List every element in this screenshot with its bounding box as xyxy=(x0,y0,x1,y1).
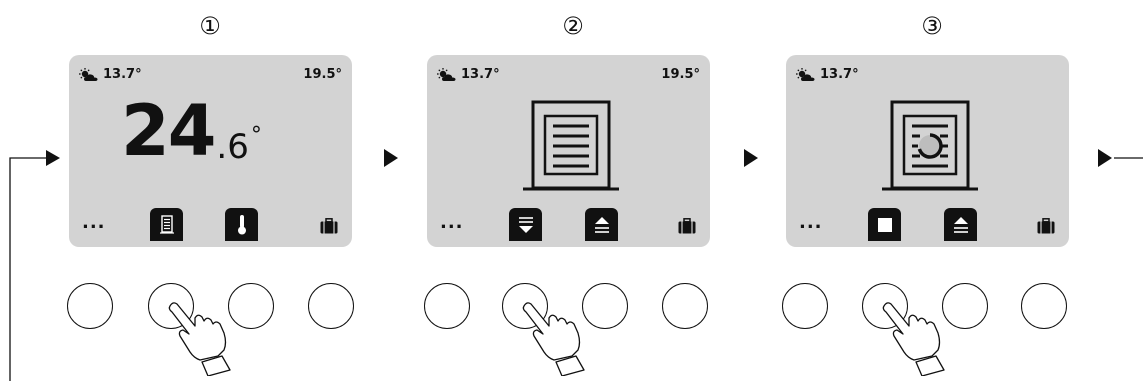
pointing-hand-icon xyxy=(878,300,950,376)
outdoor-weather: 13.7° xyxy=(796,67,859,82)
blind-closed-icon xyxy=(523,100,619,195)
flow-arrow-3 xyxy=(1098,149,1112,167)
hardware-button-4[interactable] xyxy=(308,283,354,329)
briefcase-icon xyxy=(1037,218,1055,234)
softkey-thermometer xyxy=(225,208,258,241)
hardware-button-4[interactable] xyxy=(1021,283,1067,329)
screen-step-2: 13.7° 19.5° ... xyxy=(427,55,710,247)
softkey-blind-down xyxy=(509,208,542,241)
setpoint-temperature: 19.5° xyxy=(661,67,700,82)
menu-dots: ... xyxy=(440,218,464,228)
blind-moving-icon xyxy=(882,100,978,195)
setpoint-temperature: 19.5° xyxy=(303,67,342,82)
flow-arrow-1 xyxy=(384,149,398,167)
outdoor-weather: 13.7° xyxy=(79,67,142,82)
room-temperature-decimal: .6 xyxy=(216,123,248,171)
room-temperature-integer: 24 xyxy=(121,91,214,171)
outdoor-weather: 13.7° xyxy=(437,67,500,82)
thermometer-icon xyxy=(236,214,248,236)
room-temperature-degree: ° xyxy=(251,123,262,148)
partly-cloudy-icon xyxy=(796,68,816,82)
softkey-blind-up xyxy=(585,208,618,241)
hardware-button-1[interactable] xyxy=(782,283,828,329)
pointing-hand-icon xyxy=(164,300,236,376)
room-temperature: 24 .6 ° xyxy=(121,91,262,171)
step-number-1: ① xyxy=(190,6,230,46)
hardware-button-1[interactable] xyxy=(67,283,113,329)
screen-step-3: 13.7° ... xyxy=(786,55,1069,247)
menu-dots: ... xyxy=(799,218,823,228)
softkey-blind-up xyxy=(944,208,977,241)
pointing-hand-icon xyxy=(518,300,590,376)
blind-icon xyxy=(160,215,174,235)
hardware-button-4[interactable] xyxy=(662,283,708,329)
menu-dots: ... xyxy=(82,218,106,228)
blind-up-icon xyxy=(594,216,610,234)
partly-cloudy-icon xyxy=(437,68,457,82)
softkey-stop xyxy=(868,208,901,241)
blind-down-icon xyxy=(518,216,534,234)
briefcase-icon xyxy=(320,218,338,234)
outdoor-temperature: 13.7° xyxy=(820,67,859,82)
step-number-2: ② xyxy=(553,6,593,46)
step-number-3: ③ xyxy=(912,6,952,46)
outdoor-temperature: 13.7° xyxy=(461,67,500,82)
blind-up-icon xyxy=(953,216,969,234)
softkey-blind xyxy=(150,208,183,241)
partly-cloudy-icon xyxy=(79,68,99,82)
hardware-button-1[interactable] xyxy=(424,283,470,329)
briefcase-icon xyxy=(678,218,696,234)
flow-arrow-2 xyxy=(744,149,758,167)
stop-icon xyxy=(878,218,892,232)
screen-step-1: 13.7° 19.5° 24 .6 ° ... xyxy=(69,55,352,247)
outdoor-temperature: 13.7° xyxy=(103,67,142,82)
